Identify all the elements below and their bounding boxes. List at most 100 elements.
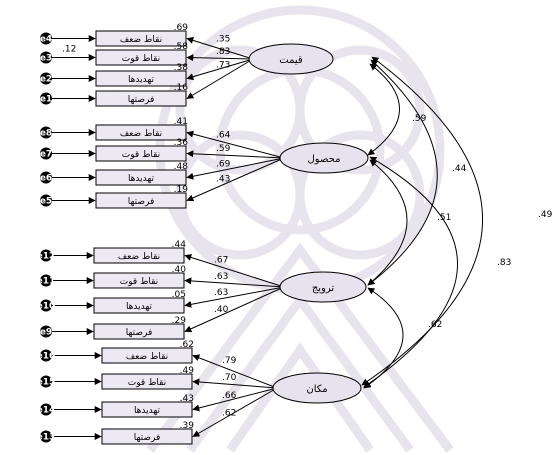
indicator-label: نقاط ضعف — [120, 129, 162, 139]
indicator-r2: .38 — [174, 63, 189, 73]
latent-promotion — [279, 271, 367, 303]
loading-label: .83 — [216, 47, 230, 57]
error-term-circle — [40, 147, 52, 160]
indicator-label: نقاط ضعف — [120, 35, 162, 45]
latent-label-price: قیمت — [279, 55, 303, 66]
loading-label: .73 — [216, 61, 230, 71]
latent-product — [279, 142, 369, 174]
loading-label: .62 — [222, 409, 236, 419]
indicator-box — [95, 192, 187, 209]
error-term-circle — [40, 299, 52, 312]
error-term-circle — [40, 349, 52, 362]
loading-arrow — [186, 58, 254, 99]
error-term-label: e13 — [37, 433, 56, 443]
indicator-label: تهدیدها — [128, 75, 155, 85]
loading-arrow — [186, 157, 285, 202]
correlation-label: .49 — [538, 210, 552, 220]
error-term-circle — [40, 274, 52, 287]
loading-label: .63 — [214, 272, 228, 282]
error-term-label: e8 — [40, 129, 52, 139]
error-term-circle — [40, 325, 52, 338]
indicator-label: نقاط قوت — [122, 150, 160, 160]
error-term-label: e3 — [40, 54, 52, 64]
indicator-r2: .40 — [172, 265, 187, 275]
correlation-label: .62 — [428, 320, 442, 330]
indicator-box — [93, 272, 185, 289]
indicator-label: نقاط ضعف — [118, 252, 160, 262]
indicator-r2: .49 — [180, 366, 195, 376]
error-term-circle — [40, 92, 52, 105]
correlation-arrow-price-product — [367, 63, 400, 156]
correlation-label: .51 — [437, 213, 451, 223]
indicator-r2: .58 — [174, 42, 189, 52]
correlation-arrow-promotion-place — [363, 287, 404, 389]
loading-arrow — [184, 286, 285, 308]
loading-label: .66 — [222, 391, 237, 401]
error-term-label: e6 — [40, 174, 52, 184]
indicator-label: تهدیدها — [134, 406, 161, 416]
error-term-circle — [40, 72, 52, 85]
error-term-label: e4 — [40, 35, 52, 45]
error-term-circle — [40, 430, 52, 443]
error-term-label: e2 — [40, 75, 52, 85]
indicator-label: نقاط قوت — [120, 277, 158, 287]
loading-label: .64 — [216, 130, 231, 140]
error-term-circle — [40, 403, 52, 416]
error-term-label: e10 — [37, 302, 56, 312]
loading-layer: .35.83.12.73.64.59.69.43.67.63.63.40.79.… — [52, 35, 285, 440]
loading-arrow — [192, 354, 278, 389]
error-term-label: e15 — [37, 378, 56, 388]
indicator-r2: .16 — [174, 83, 189, 93]
indicator-box — [101, 428, 193, 445]
indicator-r2: .48 — [174, 162, 189, 172]
loading-arrow — [192, 387, 278, 412]
latent-label-promotion: ترویج — [312, 283, 335, 294]
loading-arrow — [186, 130, 285, 159]
indicator-box — [101, 401, 193, 418]
indicator-box — [95, 124, 187, 141]
loading-arrow — [186, 54, 254, 62]
correlation-layer: .59 .44 .49 .51 .83 .62 — [361, 56, 552, 389]
loading-label: .79 — [222, 356, 237, 366]
indicator-box — [95, 49, 187, 66]
loading-label: .43 — [216, 175, 230, 185]
loading-label: .40 — [214, 305, 229, 315]
loading-label: .63 — [214, 288, 228, 298]
indicator-box — [95, 70, 187, 87]
correlation-arrow-price-place — [361, 56, 483, 386]
latent-place — [272, 372, 362, 404]
loading-label: .70 — [222, 373, 237, 383]
indicator-r2: .44 — [172, 240, 187, 250]
error-term-label: e7 — [40, 150, 52, 160]
loading-arrow — [192, 387, 278, 437]
latent-label-place: مکان — [306, 384, 327, 395]
correlation-label: .59 — [412, 114, 427, 124]
error-term-label: e5 — [40, 197, 52, 207]
correlation-arrow-price-promotion — [367, 59, 438, 286]
error-term-circle — [40, 126, 52, 139]
correlation-label: .44 — [452, 164, 467, 174]
loading-arrow — [186, 37, 254, 60]
correlation-arrow-product-promotion — [367, 159, 408, 286]
error-term-label: e11 — [37, 277, 56, 287]
indicator-box — [101, 373, 193, 390]
error-cov-label: .12 — [62, 45, 76, 55]
correlation-label: .83 — [497, 258, 511, 268]
indicator-r2: .41 — [174, 117, 188, 127]
loading-label: .59 — [216, 144, 231, 154]
error-term-circle — [40, 171, 52, 184]
indicator-label: تهدیدها — [128, 174, 155, 184]
indicator-r2: .29 — [172, 316, 187, 326]
loading-label: .35 — [216, 35, 230, 45]
indicator-r2: .19 — [174, 185, 189, 195]
indicator-label: فرصتها — [128, 95, 155, 105]
error-term-circle — [40, 51, 52, 64]
error-term-circle — [40, 249, 52, 262]
indicator-box — [93, 247, 185, 264]
loading-arrow — [184, 277, 285, 288]
error-term-label: e14 — [37, 406, 56, 416]
indicator-r2: .05 — [172, 290, 186, 300]
error-term-label: e12 — [37, 252, 56, 262]
